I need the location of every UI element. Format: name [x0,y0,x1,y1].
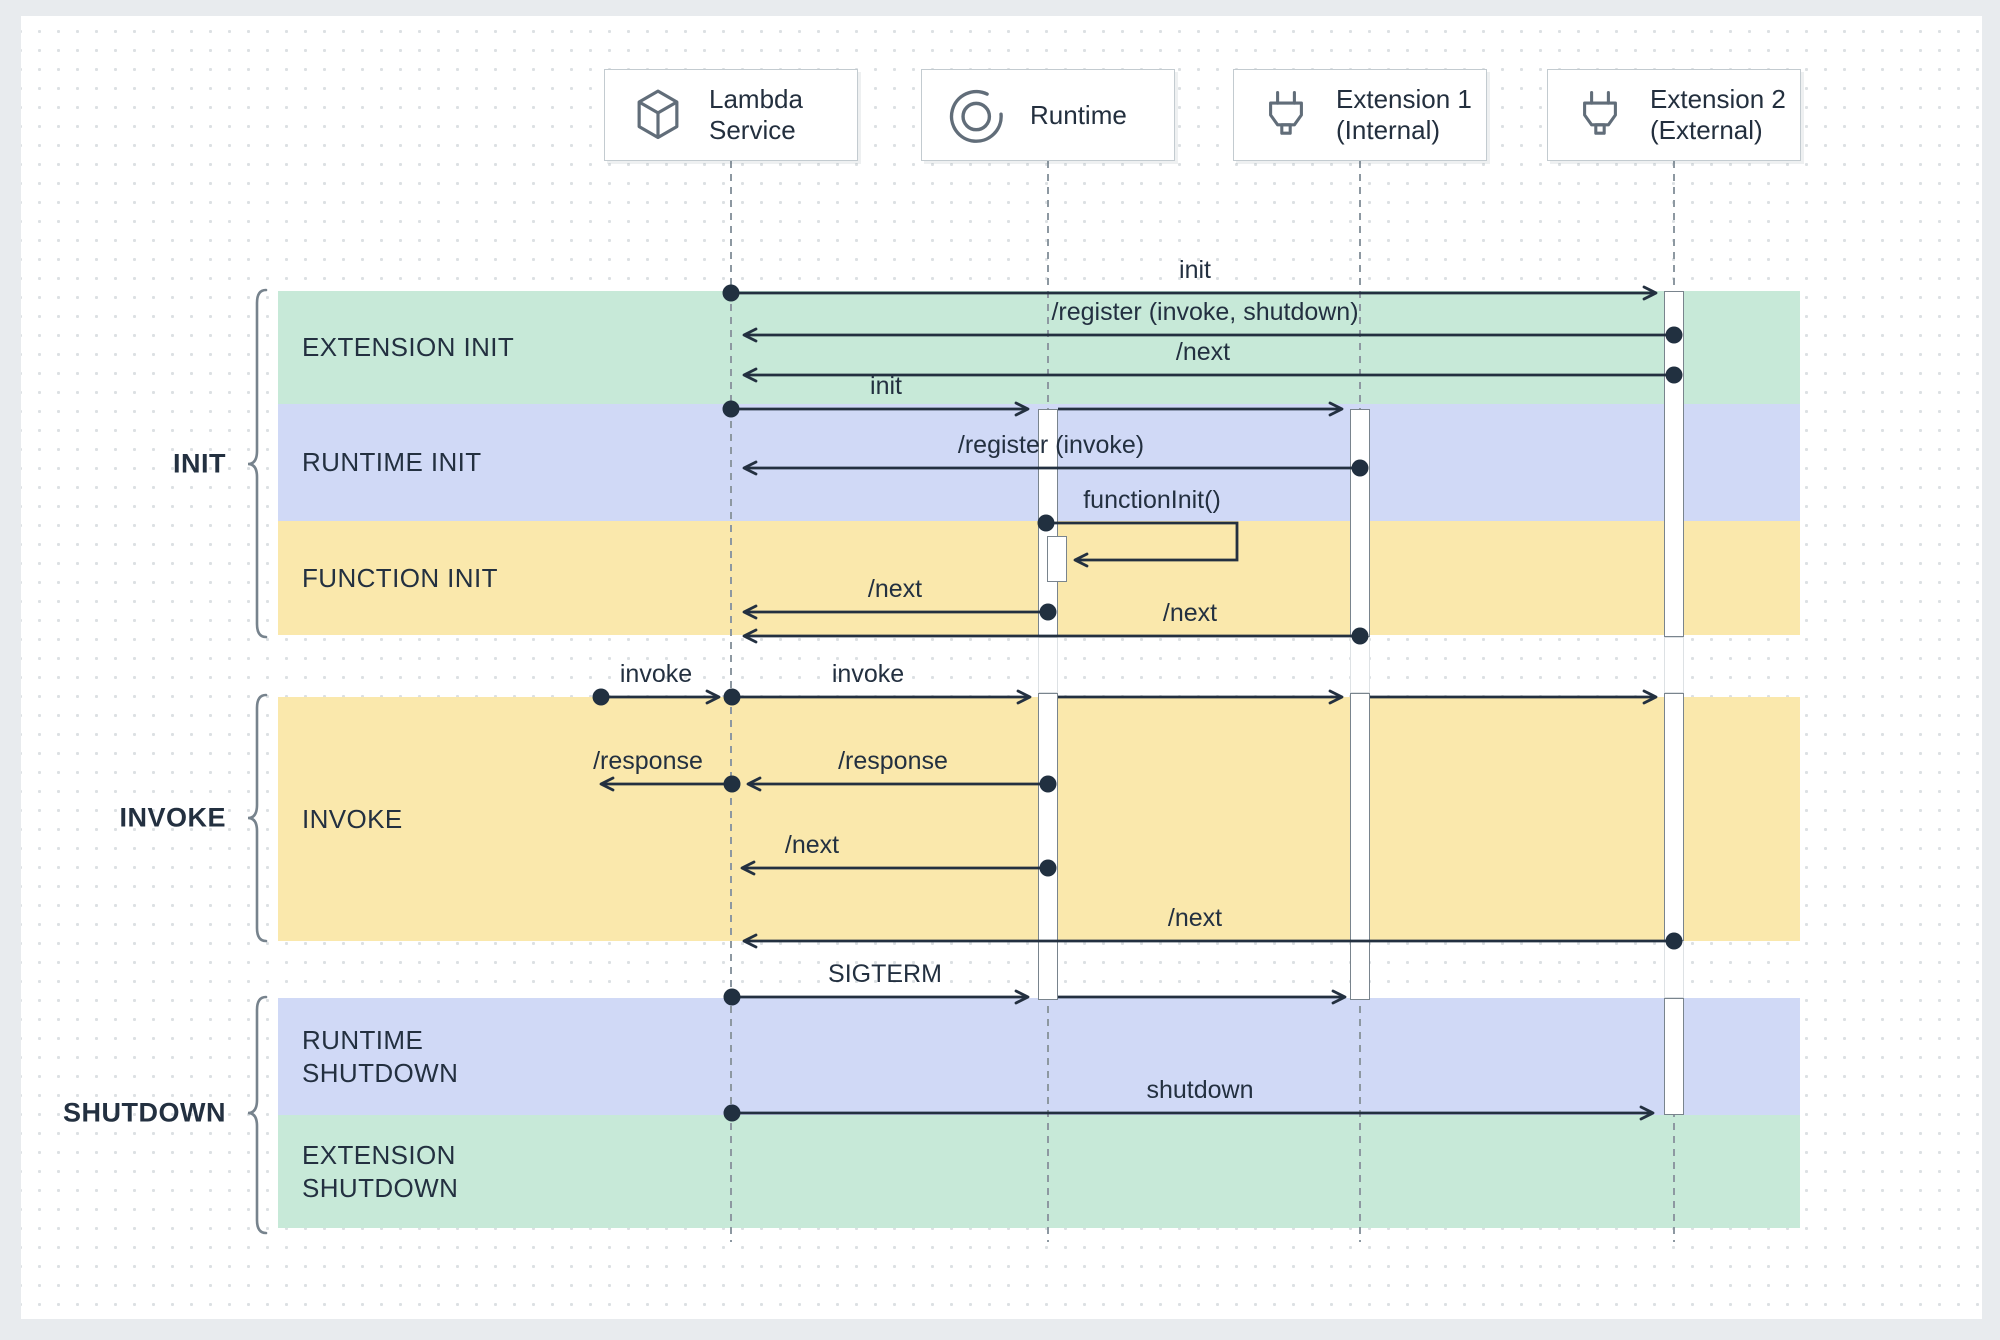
phase-label-runtime-init: RUNTIME INIT [302,447,482,477]
section-label-init: INIT [173,448,226,479]
message-label: /response [838,747,948,775]
message-label: /register (invoke) [957,431,1145,459]
message-label: /next [1167,904,1223,932]
message-label: /next [1162,599,1218,627]
activation-bar-extension-1-invoke [1350,693,1370,1000]
message-label: invoke [619,660,693,688]
plug-icon [1258,87,1314,143]
phase-label-function-init: FUNCTION INIT [302,562,498,593]
participant-label: Lambda Service [709,84,803,145]
phase-label-extension-shutdown: EXTENSION SHUTDOWN [302,1139,459,1203]
participant-label: Extension 1 (Internal) [1336,84,1472,145]
activation-bar-extension-2-gap [1664,637,1684,693]
activation-bar-extension-2-invoke [1664,693,1684,941]
phase-label-extension-init: EXTENSION INIT [302,332,515,362]
message-label: invoke [831,660,905,688]
activation-bar-extension-1-gap [1350,637,1370,693]
activation-bar-extension-1-init [1350,409,1370,637]
participant-label: Extension 2 (External) [1650,84,1786,145]
participant-label: Runtime [1030,99,1127,130]
participant-extension-1: Extension 1 (Internal) [1233,69,1487,161]
activation-bar-runtime-invoke [1038,693,1058,1000]
activation-bar-runtime-gap [1038,637,1058,693]
message-label: functionInit() [1083,486,1221,514]
activation-bar-extension-2-gap-2 [1664,941,1684,998]
message-label: /next [867,575,923,603]
message-label: /register (invoke, shutdown) [1051,298,1359,326]
message-label: init [870,372,902,400]
activation-bar-extension-2-init [1664,291,1684,637]
participant-runtime: Runtime [921,69,1175,161]
phase-label-invoke: INVOKE [302,803,403,834]
activation-bar-extension-2-shutdown [1664,998,1684,1115]
phase-band-runtime-shutdown [278,998,1800,1115]
section-label-invoke: INVOKE [119,802,226,833]
section-label-shutdown: SHUTDOWN [63,1097,226,1128]
phase-band-extension-init [278,291,1800,404]
message-label: shutdown [1146,1076,1254,1104]
lambda-cube-icon [629,86,687,144]
phase-label-runtime-shutdown: RUNTIME SHUTDOWN [302,1024,459,1088]
message-label: /next [784,831,840,859]
message-label: SIGTERM [828,960,942,988]
message-label: init [1179,256,1211,284]
lifeline-lambda-service [730,161,732,1242]
runtime-cycle-icon [946,84,1008,146]
participant-extension-2: Extension 2 (External) [1547,69,1801,161]
activation-bar-function-init-self [1047,536,1067,582]
phase-band-extension-shutdown [278,1115,1800,1228]
message-label: /next [1175,338,1231,366]
message-label: /response [593,747,703,775]
participant-lambda-service: Lambda Service [604,69,858,161]
plug-icon [1572,87,1628,143]
